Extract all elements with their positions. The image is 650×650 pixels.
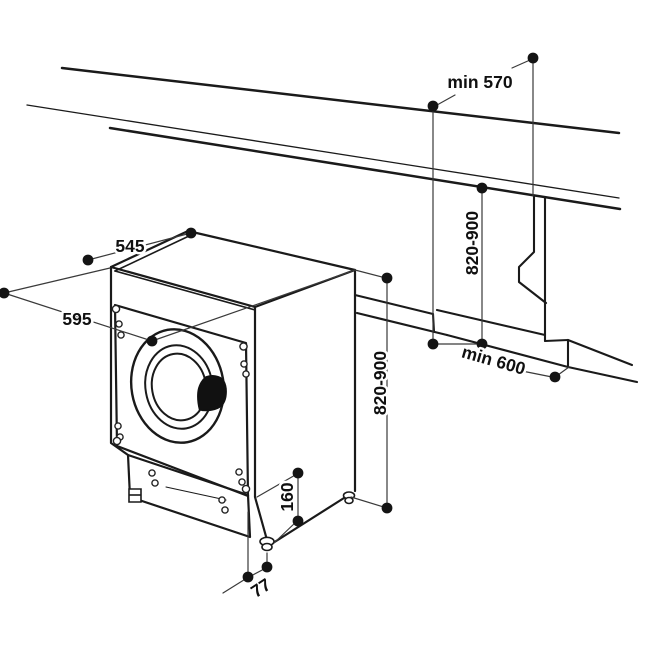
cabinet-structure [353, 194, 639, 384]
dot-min600-right [549, 371, 561, 383]
screw [111, 304, 121, 314]
label-160: 160 [277, 482, 297, 511]
screw [240, 360, 248, 368]
leader-595-to-corner [3, 267, 111, 294]
dimension-lines [3, 57, 570, 594]
label-820-900-left: 820-900 [370, 351, 390, 415]
screw [114, 422, 122, 430]
dot-77-left [242, 571, 254, 583]
screw [112, 436, 122, 446]
dot-min570-left [427, 100, 439, 112]
leader-door-to-corner [151, 269, 356, 342]
rail-bottom-extension [445, 333, 570, 369]
machine-plinth [126, 453, 252, 539]
dot-820-right-bottom [476, 338, 488, 350]
leader-min570-right [511, 59, 531, 69]
machine-top-inset-front [114, 270, 256, 311]
leader-min600-right [557, 366, 570, 376]
dot-820-left-top [381, 272, 393, 284]
screw [148, 469, 156, 477]
floor-line-top [566, 338, 634, 367]
dot-545-right [185, 227, 197, 239]
cabinet-near-edge [517, 194, 548, 305]
dim-545-line [87, 232, 192, 261]
floor-line-bottom [566, 365, 639, 384]
screw [221, 506, 229, 514]
dot-820-left-bottom [381, 502, 393, 514]
screw [238, 478, 246, 486]
dot-160-bottom [292, 515, 304, 527]
dot-595-left [0, 287, 10, 299]
screw [242, 370, 250, 378]
door [129, 328, 227, 444]
dot-77-right [261, 561, 273, 573]
dimension-dots [0, 52, 561, 583]
dim-77-leader [222, 577, 248, 594]
rail-far-top [435, 308, 547, 337]
machine-left-edge [109, 265, 130, 457]
screw [241, 484, 251, 494]
dot-niche-bottom-left [427, 338, 439, 350]
leader-820-left-foot [350, 496, 388, 509]
front-right-foot-base [261, 542, 273, 552]
washing-machine [109, 229, 357, 545]
screw [115, 320, 123, 328]
dot-595-right [146, 335, 158, 347]
door-handle [197, 375, 227, 412]
screw [239, 342, 248, 351]
leader-min600-left [521, 370, 553, 378]
rail-top-edge [353, 293, 435, 316]
leader-160-top [256, 473, 298, 498]
dot-545-left [82, 254, 94, 266]
dim-595-line [3, 292, 153, 342]
leader-min570-left [436, 94, 456, 106]
machine-top-face [109, 229, 357, 309]
dot-160-top [292, 467, 304, 479]
plinth-line [165, 486, 227, 501]
dot-min570-right [527, 52, 539, 64]
screw [151, 479, 159, 487]
screw [235, 468, 243, 476]
rail-bottom-edge [355, 311, 449, 337]
worktop-top-edge [60, 66, 621, 135]
door-outer-ring [129, 328, 226, 444]
worktop [26, 66, 622, 211]
label-545: 545 [115, 236, 144, 256]
rear-foot-base [344, 496, 354, 505]
label-595: 595 [62, 309, 91, 329]
screw [117, 331, 125, 339]
screws [111, 304, 251, 514]
leader-corner-to-dim [354, 269, 387, 279]
leader-160-bottom [273, 520, 298, 544]
dot-820-right-top [476, 182, 488, 194]
feet [128, 488, 356, 552]
machine-right-edge [253, 305, 269, 542]
worktop-middle-line [26, 104, 620, 199]
screw [218, 496, 226, 504]
machine-front-panel [113, 303, 250, 498]
label-min570: min 570 [447, 72, 512, 92]
machine-bottom-side-edge [271, 496, 346, 545]
machine-top-inset-left [114, 235, 190, 272]
label-820-900-right: 820-900 [462, 211, 482, 275]
worktop-bottom-edge [108, 126, 622, 211]
cabinet-bottom-shelf [543, 338, 570, 343]
